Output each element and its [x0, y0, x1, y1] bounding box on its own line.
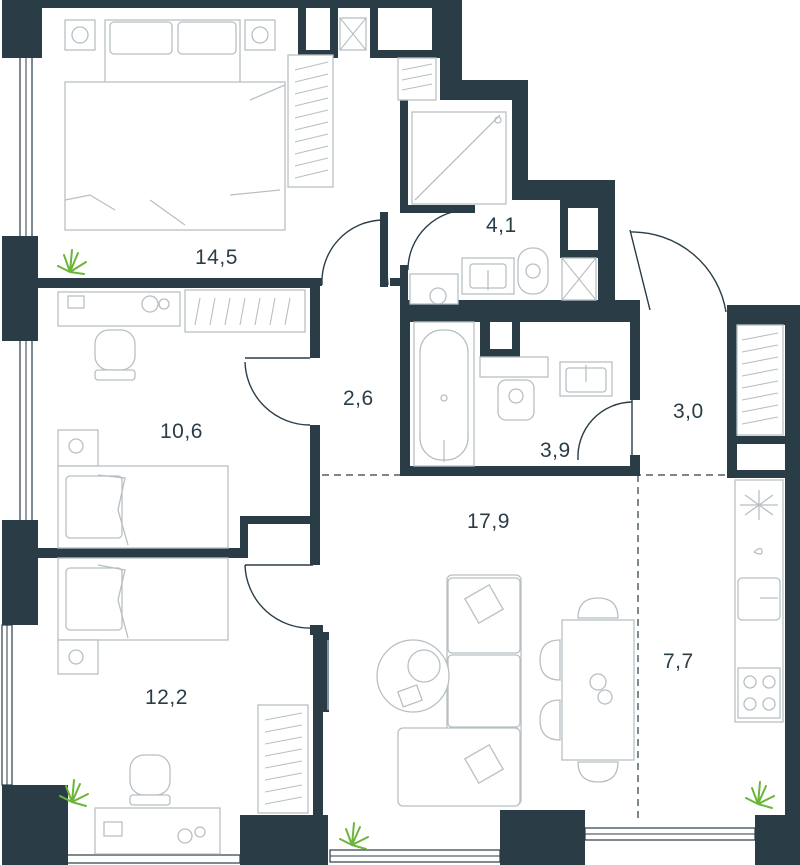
sink-icon: [479, 356, 613, 421]
coffee-table: [327, 639, 450, 713]
stove-icon: [734, 479, 784, 723]
room-area-wc: 4,1: [486, 214, 517, 237]
bed-3: [57, 557, 229, 675]
doors: [244, 209, 727, 629]
room-area-entrance: 3,0: [673, 400, 704, 423]
dining-table: [539, 597, 635, 783]
room-area-living: 17,9: [467, 510, 510, 533]
desk-2: [94, 754, 221, 855]
zone-lines: [322, 474, 730, 820]
plant-icon: [57, 249, 87, 275]
room-area-kitchen: 7,7: [663, 650, 694, 673]
room-area-hall: 2,6: [343, 387, 374, 410]
room-area-bedroom-3: 12,2: [145, 686, 188, 709]
room-area-bedroom-main: 14,5: [195, 246, 238, 269]
shower-icon: [411, 111, 507, 205]
sofa-icon: [397, 574, 522, 807]
bathtub-icon: [413, 321, 475, 467]
room-area-bathroom: 3,9: [540, 439, 571, 462]
toilet-icon: [409, 247, 597, 305]
desk-1: [57, 291, 181, 381]
entrance-wardrobe: [736, 324, 784, 436]
windows: [1, 54, 756, 864]
wardrobe-3: [257, 704, 309, 814]
wardrobe-1: [287, 17, 437, 188]
room-area-bedroom-2: 10,6: [160, 420, 203, 443]
plant-icon: [59, 779, 775, 850]
bed-icon: [64, 19, 286, 231]
bed-2: [57, 429, 229, 549]
wardrobe-2: [184, 289, 306, 333]
